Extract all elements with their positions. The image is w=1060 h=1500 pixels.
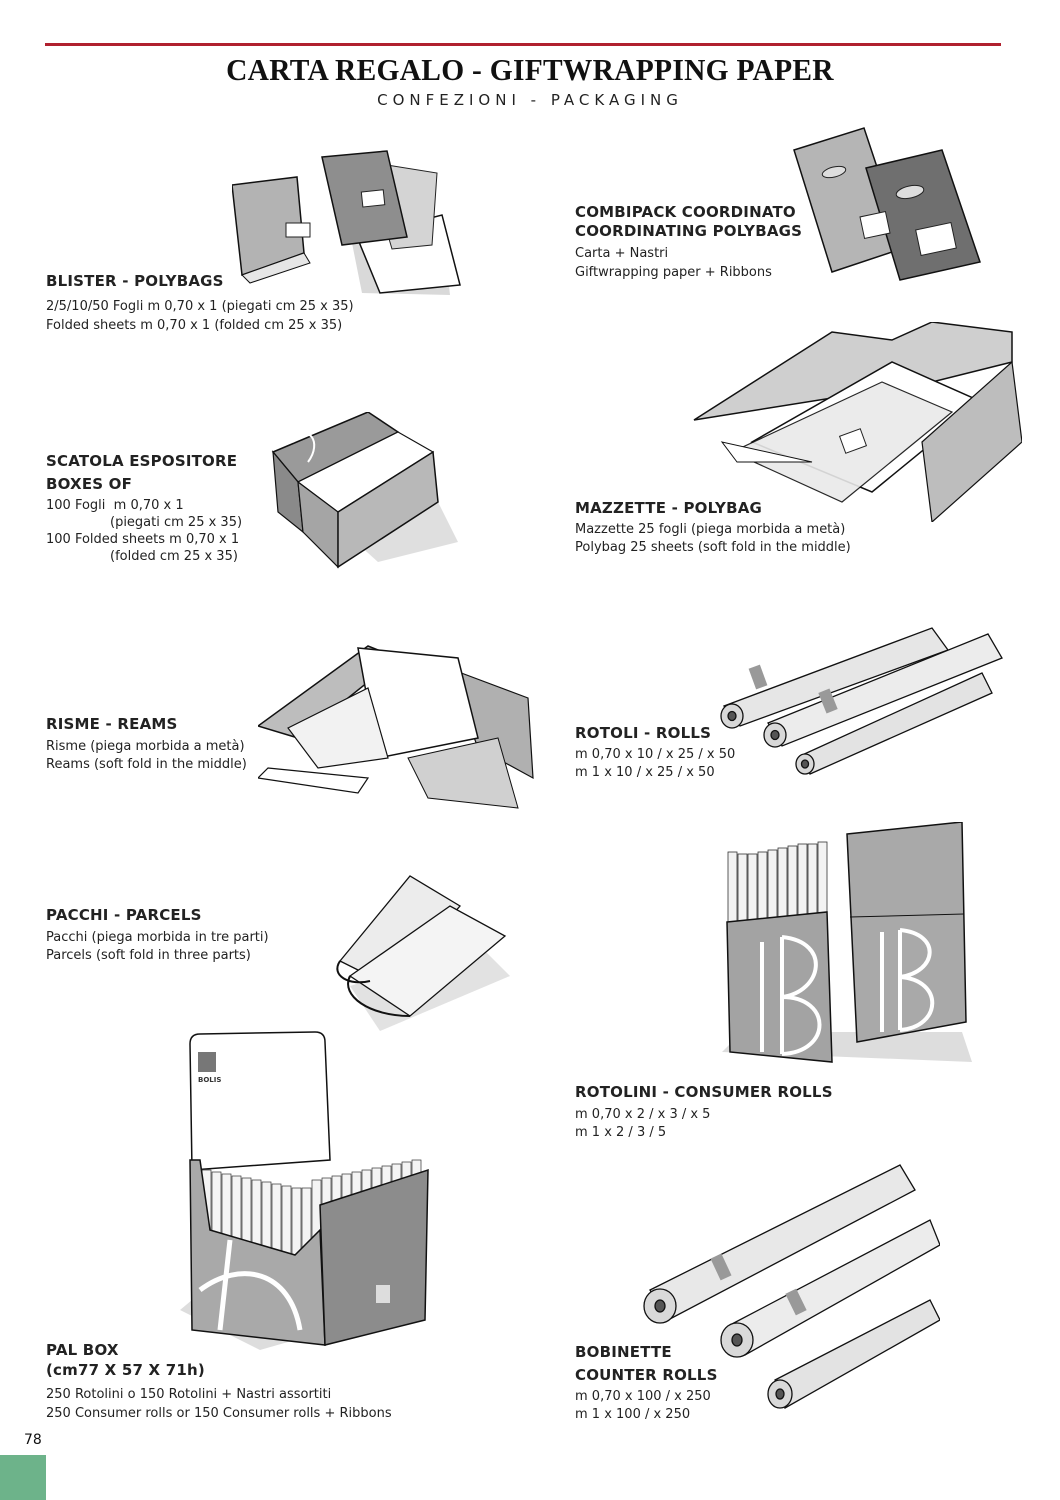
section-line: m 0,70 x 100 / x 250 [575, 1389, 711, 1404]
section-title: BOBINETTE [575, 1343, 672, 1361]
page-title: CARTA REGALO - GIFTWRAPPING PAPER [226, 52, 834, 87]
section-title: MAZZETTE - POLYBAG [575, 499, 763, 517]
blister-polybags-illustration [232, 150, 461, 295]
bobinette-counter-rolls-illustration [643, 1164, 940, 1409]
section-risme: RISME - REAMS Risme (piega morbida a met… [46, 713, 247, 774]
section-line: m 1 x 100 / x 250 [575, 1407, 691, 1422]
section-line: 250 Rotolini o 150 Rotolini + Nastri ass… [46, 1387, 332, 1402]
section-line: 100 Folded sheets m 0,70 x 1 [46, 532, 240, 547]
section-title-en: COORDINATING POLYBAGS [575, 222, 803, 240]
page-subtitle: CONFEZIONI - PACKAGING [377, 91, 683, 109]
section-title-en: COUNTER ROLLS [575, 1366, 718, 1384]
section-line: Mazzette 25 fogli (piega morbida a metà) [575, 522, 846, 537]
section-rotolini: ROTOLINI - CONSUMER ROLLS m 0,70 x 2 / x… [575, 1081, 833, 1142]
section-bobinette: BOBINETTE COUNTER ROLLS m 0,70 x 100 / x… [575, 1341, 718, 1424]
header-rule [45, 43, 1001, 46]
section-line: Parcels (soft fold in three parts) [46, 948, 251, 963]
bolis-logo-mark [198, 1052, 216, 1072]
page-number: 78 [24, 1432, 42, 1448]
section-line: Polybag 25 sheets (soft fold in the midd… [575, 540, 851, 555]
section-scatola: SCATOLA ESPOSITORE BOXES OF 100 Fogli m … [46, 450, 242, 565]
section-title: PACCHI - PARCELS [46, 906, 202, 924]
rotoli-rolls-illustration [720, 627, 1003, 775]
section-title: ROTOLINI - CONSUMER ROLLS [575, 1083, 833, 1101]
section-dimensions: (cm77 X 57 X 71h) [46, 1361, 205, 1379]
section-line: m 0,70 x 2 / x 3 / x 5 [575, 1107, 711, 1122]
section-line: 2/5/10/50 Fogli m 0,70 x 1 (piegati cm 2… [46, 299, 354, 314]
risme-reams-illustration [258, 645, 534, 809]
section-title: BLISTER - POLYBAGS [46, 272, 224, 290]
section-title: SCATOLA ESPOSITORE [46, 452, 238, 470]
pal-box-illustration: BOLIS [180, 1031, 429, 1350]
section-title: ROTOLI - ROLLS [575, 724, 712, 742]
section-title: COMBIPACK COORDINATO [575, 203, 796, 221]
section-line: 250 Consumer rolls or 150 Consumer rolls… [46, 1406, 392, 1421]
mazzette-polybag-illustration [693, 322, 1022, 522]
section-mazzette: MAZZETTE - POLYBAG Mazzette 25 fogli (pi… [575, 497, 851, 557]
section-line: Carta + Nastri [575, 246, 669, 261]
section-title-en: BOXES OF [46, 475, 133, 493]
section-line: Pacchi (piega morbida in tre parti) [46, 930, 269, 945]
section-rotoli: ROTOLI - ROLLS m 0,70 x 10 / x 25 / x 50… [575, 722, 735, 782]
section-line: Risme (piega morbida a metà) [46, 739, 245, 754]
section-line: (piegati cm 25 x 35) [110, 515, 243, 530]
pacchi-parcels-illustration [336, 875, 510, 1031]
section-line: (folded cm 25 x 35) [110, 549, 238, 564]
section-combipack: COMBIPACK COORDINATO COORDINATING POLYBA… [575, 203, 802, 282]
section-line: m 1 x 10 / x 25 / x 50 [575, 765, 715, 780]
section-line: m 0,70 x 10 / x 25 / x 50 [575, 747, 736, 762]
section-palbox: PAL BOX (cm77 X 57 X 71h) 250 Rotolini o… [46, 1340, 392, 1423]
section-line: m 1 x 2 / 3 / 5 [575, 1125, 667, 1140]
combipack-illustration [793, 127, 981, 281]
scatola-espositore-illustration [271, 412, 458, 569]
bolis-logo-text: BOLIS [198, 1076, 221, 1084]
section-line: Folded sheets m 0,70 x 1 (folded cm 25 x… [46, 318, 343, 333]
section-color-tab [0, 1455, 46, 1500]
section-blister: BLISTER - POLYBAGS 2/5/10/50 Fogli m 0,7… [46, 270, 354, 335]
rotolini-consumer-rolls-illustration [722, 822, 972, 1063]
section-title: PAL BOX [46, 1341, 119, 1359]
section-line: Giftwrapping paper + Ribbons [575, 265, 772, 280]
section-line: Reams (soft fold in the middle) [46, 757, 247, 772]
section-pacchi: PACCHI - PARCELS Pacchi (piega morbida i… [46, 904, 269, 965]
section-line: 100 Fogli m 0,70 x 1 [46, 498, 184, 513]
section-title: RISME - REAMS [46, 715, 178, 733]
